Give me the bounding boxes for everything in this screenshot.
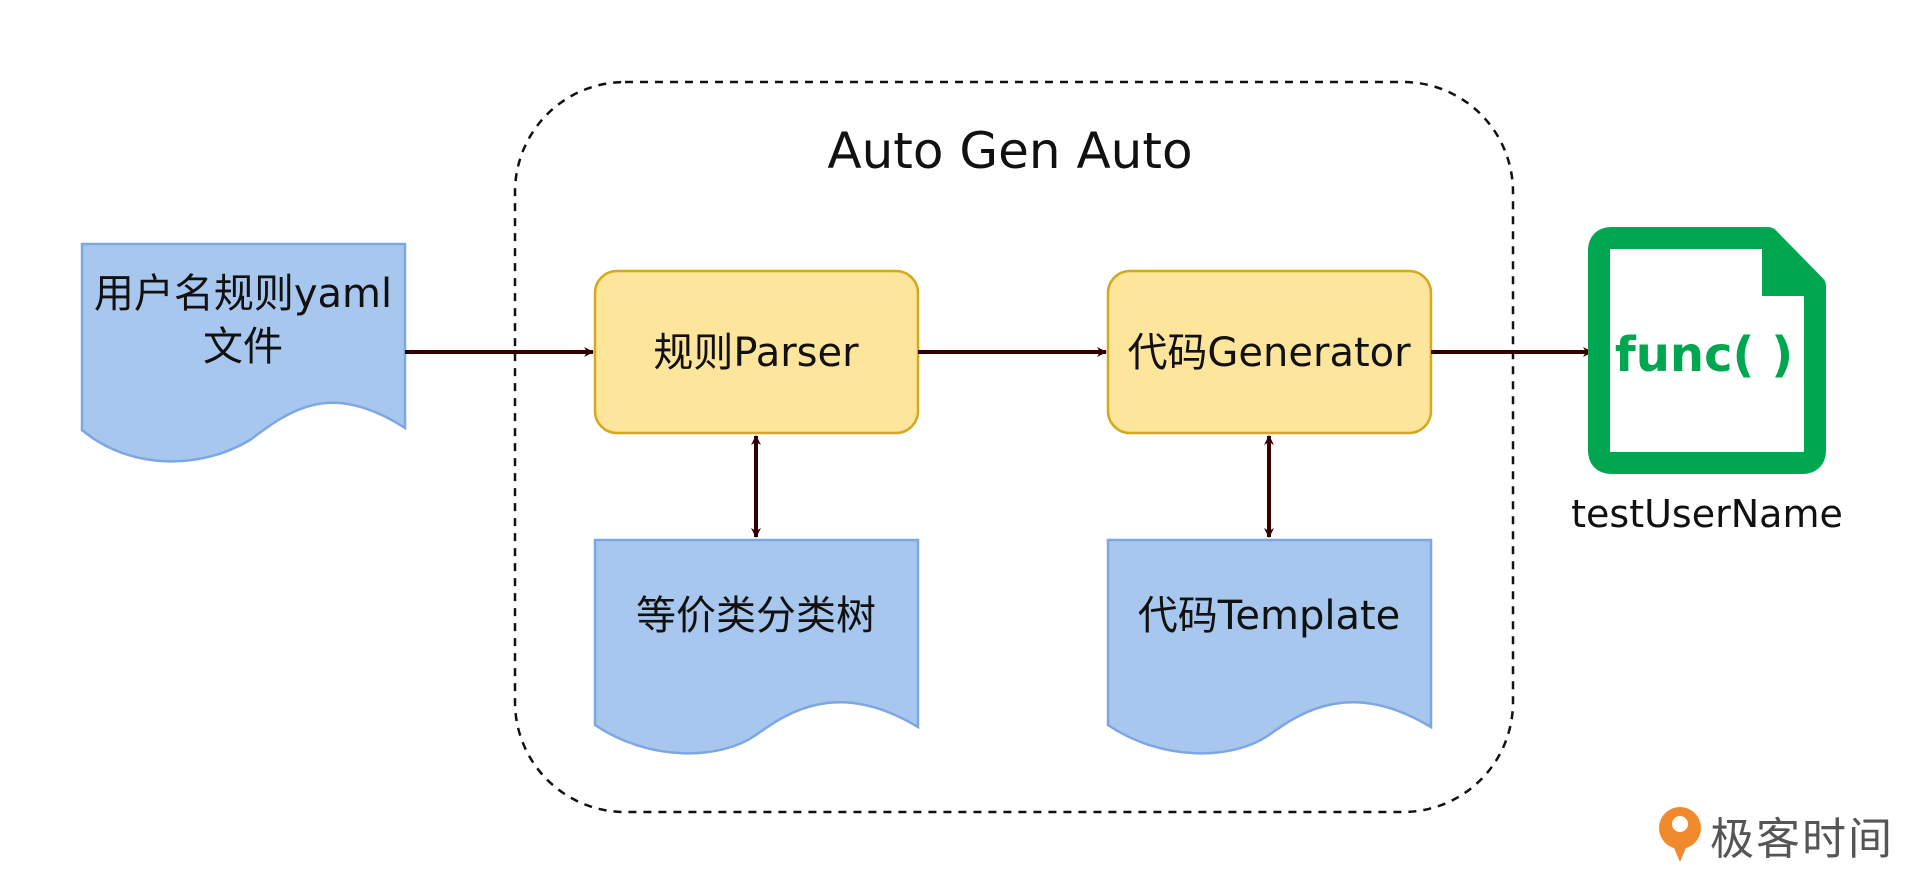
brand-name: 极客时间 [1710, 814, 1894, 865]
geektime-logo-icon [1659, 807, 1701, 862]
input-yaml-document[interactable]: 用户名规则yaml 文件 [80, 242, 407, 463]
auto-gen-container [513, 80, 1515, 814]
output-code-text: func( ) [1615, 327, 1793, 383]
template-doc-shape [1106, 538, 1433, 755]
tree-document[interactable]: 等价类分类树 [593, 538, 920, 755]
template-doc-label: 代码Template [1138, 593, 1401, 639]
tree-doc-label: 等价类分类树 [636, 593, 876, 639]
tree-doc-shape [593, 538, 920, 755]
input-doc-shape [80, 242, 407, 463]
template-document[interactable]: 代码Template [1106, 538, 1433, 755]
generator-label: 代码Generator [1127, 330, 1411, 376]
input-doc-label-line2: 文件 [203, 324, 283, 370]
output-code-file[interactable]: func( ) testUserName [1571, 227, 1843, 536]
code-file-icon [1588, 227, 1826, 474]
parser-node[interactable]: 规则Parser [593, 269, 920, 435]
parser-label: 规则Parser [653, 330, 859, 376]
container-title: Auto Gen Auto [827, 122, 1192, 180]
input-doc-label-line1: 用户名规则yaml [94, 271, 392, 317]
generator-node[interactable]: 代码Generator [1106, 269, 1433, 435]
output-caption: testUserName [1571, 492, 1843, 536]
file-corner-fold [1762, 236, 1822, 296]
